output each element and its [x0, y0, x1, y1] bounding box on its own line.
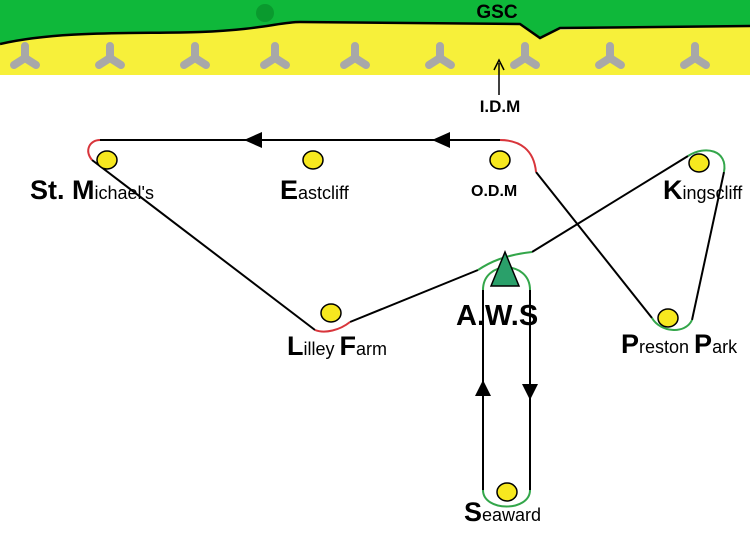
red-curve-lilley	[314, 321, 351, 333]
region-label: GSC	[476, 2, 517, 23]
route-kings-preston	[691, 171, 725, 321]
label-kingscliff: Kingscliff	[663, 175, 743, 205]
label-odm: O.D.M	[471, 183, 517, 200]
stop-eastcliff	[302, 150, 324, 170]
arrow-left-icon	[432, 132, 450, 148]
red-curve-stmichaels	[87, 139, 101, 161]
label-seaward: Seaward	[464, 497, 541, 527]
stop-lilley-farm	[320, 303, 342, 323]
stop-seaward	[496, 482, 518, 502]
label-lilley-farm: Lilley Farm	[287, 331, 387, 361]
red-curve-odm	[499, 139, 537, 173]
aws-triangle-icon	[489, 250, 521, 287]
label-eastcliff: Eastcliff	[280, 175, 350, 205]
green-curve-seaward	[482, 489, 531, 508]
route-left	[91, 159, 316, 331]
coast-line	[0, 20, 750, 46]
arrow-down-icon	[522, 384, 538, 400]
label-st-michaels: St. Michael's	[30, 175, 154, 205]
green-curve-aws-top	[477, 251, 533, 271]
tree-icon	[256, 4, 274, 22]
stop-kingscliff	[688, 153, 710, 173]
route-lilley-aws	[349, 269, 479, 323]
label-aws: A.W.S	[456, 300, 538, 332]
route-odm-preston	[535, 171, 653, 319]
label-preston-park: Preston Park	[621, 329, 738, 359]
station-labels: St. Michael's Eastcliff O.D.M Kingscliff…	[30, 175, 743, 527]
stop-odm	[489, 150, 511, 170]
direction-arrows	[244, 132, 538, 400]
green-curve-preston	[651, 317, 693, 331]
route-aws-kings	[531, 155, 689, 253]
idm-indicator: I.D.M	[480, 58, 521, 116]
stop-st-michaels	[96, 150, 118, 170]
arrow-left-icon	[244, 132, 262, 148]
route-lines	[87, 139, 726, 508]
stops	[96, 150, 710, 502]
green-curve-kings	[687, 149, 726, 173]
arrowhead-icon	[493, 58, 505, 71]
stop-preston-park	[657, 308, 679, 328]
idm-label: I.D.M	[480, 97, 521, 116]
arrow-up-icon	[475, 380, 491, 396]
